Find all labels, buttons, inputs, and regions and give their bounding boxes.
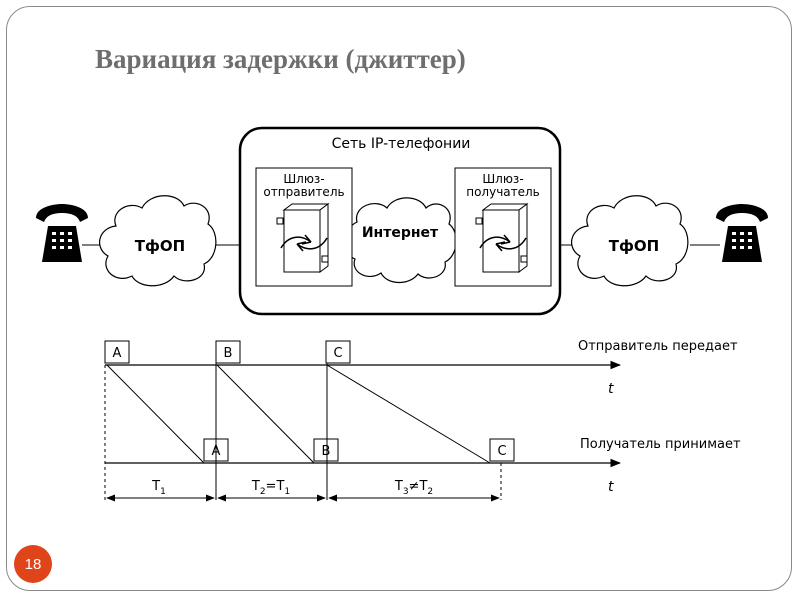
- gateway-receiver: Шлюз- получатель: [454, 167, 552, 287]
- internet-label: Интернет: [362, 225, 439, 241]
- slide-title: Вариация задержки (джиттер): [95, 44, 466, 74]
- gateway-receiver-label-1: Шлюз-: [482, 172, 523, 186]
- pstn-right-label: ТфОП: [609, 237, 659, 255]
- pstn-left-label: ТфОП: [135, 237, 185, 255]
- time-guides: [104, 363, 502, 500]
- sent-packet-a: A: [104, 340, 130, 364]
- receiver-axis-label: Получатель принимает: [580, 437, 741, 452]
- interval-label-3: T3≠T2: [394, 479, 433, 497]
- sent-packet-c-label: C: [333, 346, 342, 361]
- pstn-cloud-right: ТфОП: [571, 195, 689, 287]
- sent-packet-c: C: [325, 340, 351, 364]
- telephone-right-icon: [716, 204, 768, 262]
- received-packet-c: C: [489, 438, 515, 462]
- sent-packet-b-label: B: [224, 346, 233, 361]
- interval-label-2: T2=T1: [251, 479, 290, 497]
- sent-packet-b: B: [215, 340, 241, 364]
- received-packet-b: B: [313, 438, 339, 462]
- pstn-cloud-left: ТфОП: [99, 195, 217, 287]
- gateway-sender-label-2: отправитель: [263, 185, 344, 199]
- received-packet-b-label: B: [322, 444, 331, 459]
- ip-network-title: Сеть IP-телефонии: [332, 136, 471, 152]
- gateway-sender-icon: [276, 203, 330, 273]
- time-symbol-bottom: t: [608, 479, 614, 495]
- page-number-badge: 18: [14, 545, 52, 583]
- gateway-sender-label-1: Шлюз-: [283, 172, 324, 186]
- sent-packet-a-label: A: [113, 346, 122, 361]
- sender-axis-label: Отправитель передает: [578, 339, 738, 354]
- interval-label-1: T1: [151, 479, 166, 497]
- gateway-receiver-label-2: получатель: [466, 185, 540, 199]
- telephone-left-icon: [36, 204, 88, 262]
- time-symbol-top: t: [608, 381, 614, 397]
- gateway-sender: Шлюз- отправитель: [255, 167, 353, 287]
- internet-cloud: Интернет: [344, 197, 457, 284]
- transmission-lines: [106, 364, 491, 464]
- gateway-receiver-icon: [475, 203, 529, 273]
- received-packet-c-label: C: [497, 444, 506, 459]
